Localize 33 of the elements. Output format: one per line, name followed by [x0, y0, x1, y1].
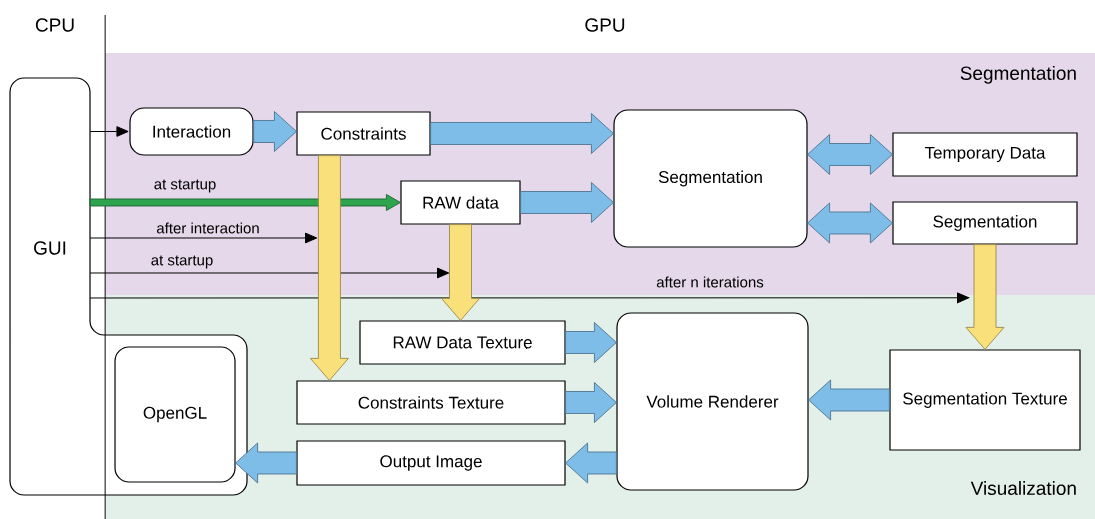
- block-arrow: [808, 379, 890, 421]
- process-box: Output Image: [296, 440, 566, 486]
- block-arrow: [430, 113, 614, 154]
- block-arrow: [807, 202, 893, 244]
- block-arrow: [253, 111, 297, 152]
- block-arrow: [235, 442, 297, 484]
- rounded-box: Volume Renderer: [616, 312, 809, 491]
- process-box: Segmentation: [892, 201, 1078, 245]
- process-box: Constraints Texture: [296, 380, 566, 425]
- arrow: [89, 232, 318, 244]
- rounded-box: Interaction: [129, 107, 254, 156]
- rounded-box: Segmentation: [613, 109, 808, 248]
- process-box: Temporary Data: [892, 132, 1078, 177]
- block-arrow: [520, 182, 614, 223]
- arrow: [89, 292, 970, 304]
- arrow: [89, 126, 129, 137]
- rounded-box: OpenGL: [114, 346, 236, 483]
- block-arrow: [309, 155, 349, 381]
- process-box: Segmentation Texture: [889, 349, 1081, 451]
- block-arrow: [565, 322, 617, 363]
- process-box: Constraints: [296, 111, 431, 156]
- column-heading: CPU: [35, 18, 74, 32]
- block-arrow: [807, 134, 893, 175]
- block-arrow: [441, 224, 480, 321]
- block-arrow: [565, 382, 617, 423]
- block-arrow: [89, 194, 401, 211]
- column-heading: GPU: [585, 18, 625, 32]
- edge-label: after n iterations: [655, 275, 765, 289]
- block-arrow: [565, 442, 617, 484]
- process-box: RAW data: [400, 180, 521, 225]
- process-box: RAW Data Texture: [359, 320, 566, 365]
- block-arrow: [965, 244, 1005, 350]
- arrow: [89, 267, 450, 279]
